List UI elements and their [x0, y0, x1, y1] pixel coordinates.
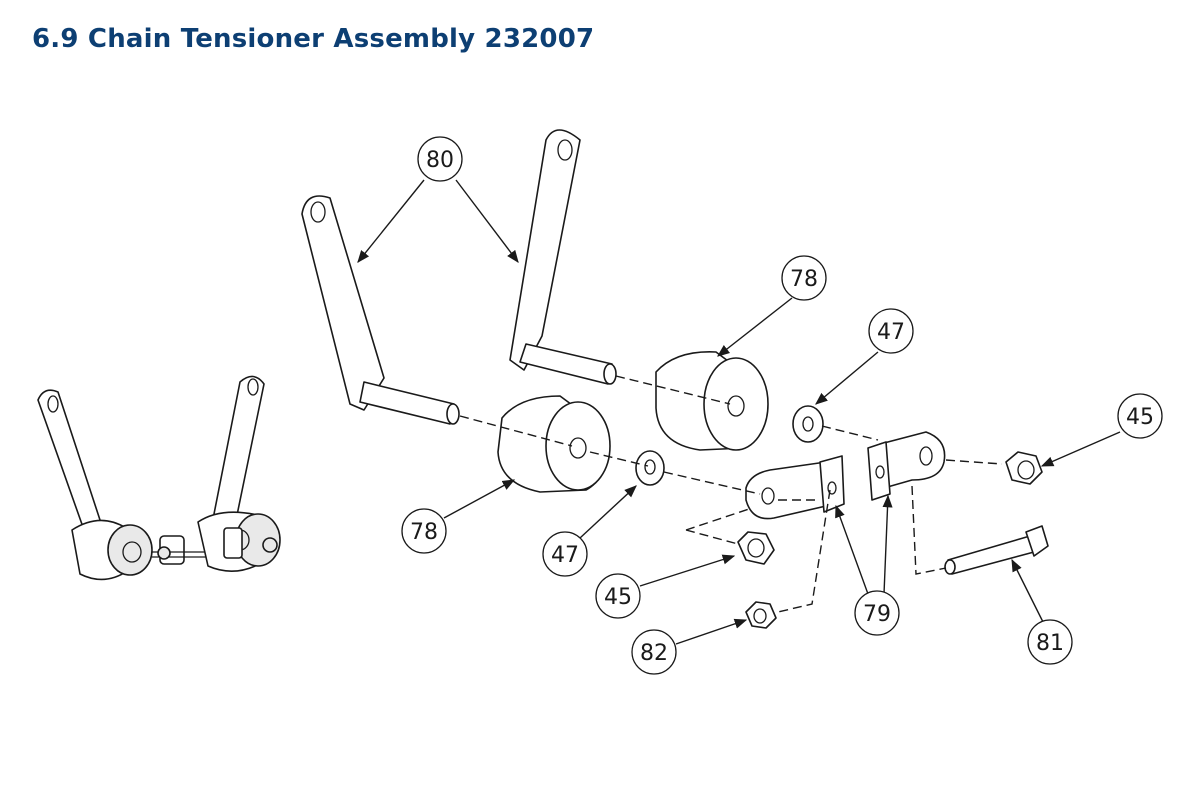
roller-rear — [655, 351, 769, 451]
callout-45-right-label: 45 — [1126, 405, 1154, 430]
assembly-guide-lines — [459, 375, 1003, 613]
callout-80-label: 80 — [426, 148, 454, 173]
washer-rear — [792, 405, 824, 443]
callout-45-right: 45 — [1117, 393, 1163, 439]
callout-47-rear: 47 — [868, 308, 914, 354]
callout-78-rear-label: 78 — [790, 267, 818, 292]
callout-78-front: 78 — [401, 508, 447, 554]
washer-front — [635, 450, 665, 486]
leader-lines — [357, 179, 1121, 645]
link-bracket-left — [745, 455, 845, 520]
callout-82: 82 — [631, 629, 677, 675]
page-title: 6.9 Chain Tensioner Assembly 232007 — [32, 24, 595, 54]
callout-47-front: 47 — [542, 531, 588, 577]
hex-nut-lower — [737, 531, 775, 565]
hex-bolt — [944, 525, 1049, 575]
callout-47-front-label: 47 — [551, 543, 579, 568]
roller-front — [497, 395, 611, 493]
callout-45-lower: 45 — [595, 573, 641, 619]
assembled-view — [37, 375, 281, 581]
callout-80: 80 — [417, 136, 463, 182]
callout-82-label: 82 — [640, 641, 668, 666]
tensioner-arm-left — [301, 195, 460, 425]
callout-79-label: 79 — [863, 602, 891, 627]
callout-81: 81 — [1027, 619, 1073, 665]
callout-78-front-label: 78 — [410, 520, 438, 545]
callout-78-rear: 78 — [781, 255, 827, 301]
lock-nut — [745, 601, 777, 629]
tensioner-arm-right — [509, 129, 617, 385]
hex-nut-right — [1005, 451, 1043, 485]
callout-47-rear-label: 47 — [877, 320, 905, 345]
callout-45-lower-label: 45 — [604, 585, 632, 610]
callout-81-label: 81 — [1036, 631, 1064, 656]
callout-79: 79 — [854, 590, 900, 636]
link-bracket-right — [867, 431, 946, 501]
